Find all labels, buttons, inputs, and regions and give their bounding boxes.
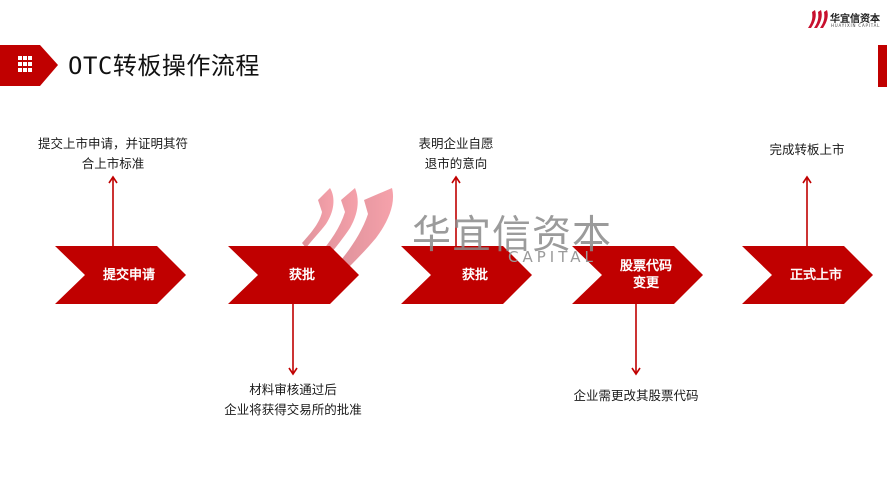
flow-step-label-line: 获批 xyxy=(288,267,315,283)
brand-logo-icon xyxy=(808,10,828,28)
flow-step-label-line: 获批 xyxy=(461,267,488,283)
flow-step-note-line: 合上市标准 xyxy=(81,156,145,171)
arrow-down-icon xyxy=(631,367,641,376)
flow-step-chevron xyxy=(572,246,703,304)
flow-step-label: 获批 xyxy=(262,267,342,284)
arrow-up-icon xyxy=(108,175,118,184)
flow-step-note: 表明企业自愿退市的意向 xyxy=(356,134,556,174)
logo-name-en: HUAYIXIN CAPITAL xyxy=(831,23,881,28)
flow-step-label-line: 正式上市 xyxy=(789,267,842,283)
flow-step-chevron xyxy=(55,246,186,304)
flow-step-chevron xyxy=(742,246,873,304)
logo-name-cn: 华宜信资本 xyxy=(830,14,880,25)
flow-step-label: 获批 xyxy=(435,267,515,284)
flow-step-note: 材料审核通过后企业将获得交易所的批准 xyxy=(193,380,393,420)
flow-step-note-line: 退市的意向 xyxy=(424,156,488,171)
flow-step-label: 提交申请 xyxy=(89,267,169,284)
flow-step-note-line: 完成转板上市 xyxy=(769,142,845,157)
flow-step-note-line: 提交上市申请，并证明其符 xyxy=(37,136,188,151)
flow-step-chevron xyxy=(401,246,532,304)
flow-step-note-line: 企业将获得交易所的批准 xyxy=(224,402,362,417)
flow-step-note: 企业需更改其股票代码 xyxy=(536,386,736,406)
arrow-down-icon xyxy=(288,367,298,376)
page-title: OTC转板操作流程 xyxy=(68,52,260,80)
grid-icon xyxy=(18,56,32,72)
arrow-up-icon xyxy=(451,175,461,184)
flow-step-note: 提交上市申请，并证明其符合上市标准 xyxy=(13,134,213,174)
flow-step-label: 正式上市 xyxy=(776,267,856,284)
flow-step-chevron xyxy=(228,246,359,304)
flow-step-label-line: 变更 xyxy=(632,276,659,291)
arrow-up-icon xyxy=(802,175,812,184)
watermark-name-en: CAPITAL xyxy=(508,248,597,266)
right-accent-bar xyxy=(878,45,887,87)
flow-step-note-line: 表明企业自愿 xyxy=(418,136,494,151)
flow-step-label-line: 提交申请 xyxy=(102,267,155,283)
watermark-logo-icon xyxy=(302,188,394,272)
flow-step-note-line: 材料审核通过后 xyxy=(249,382,337,397)
flow-step-label-line: 股票代码 xyxy=(619,259,672,274)
flow-step-label: 股票代码变更 xyxy=(606,258,686,292)
flow-step-note-line: 企业需更改其股票代码 xyxy=(573,388,699,403)
flow-step-note: 完成转板上市 xyxy=(707,140,887,160)
watermark-name-cn: 华宜信资本 xyxy=(412,213,613,258)
